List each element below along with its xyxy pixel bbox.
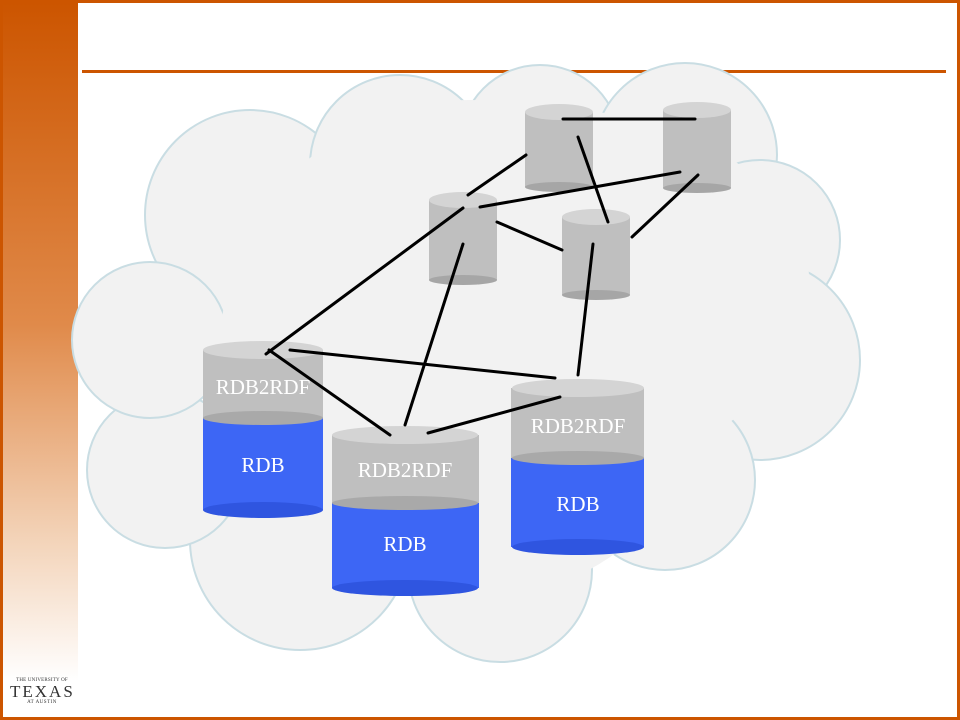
rdb-label: RDB — [556, 492, 599, 516]
rdb-label: RDB — [383, 532, 426, 556]
university-logo: THE UNIVERSITY OF TEXAS AT AUSTIN — [10, 678, 74, 710]
logo-wordmark: TEXAS — [10, 682, 75, 701]
source-db-2: RDB2RDF RDB — [332, 426, 479, 596]
network-links — [264, 117, 700, 437]
source-db-3: RDB2RDF RDB — [511, 379, 644, 555]
rdb-label: RDB — [241, 453, 284, 477]
rdb2rdf-label: RDB2RDF — [358, 458, 453, 482]
rdf-store-3 — [429, 192, 497, 285]
rdf-store-2 — [663, 102, 731, 193]
rdb2rdf-label: RDB2RDF — [216, 375, 311, 399]
rdb2rdf-label: RDB2RDF — [531, 414, 626, 438]
logo-line-top: THE UNIVERSITY OF — [16, 678, 68, 683]
source-db-1: RDB2RDF RDB — [203, 341, 323, 518]
rdf-store-4 — [562, 209, 630, 300]
logo-line-bottom: AT AUSTIN — [27, 700, 57, 705]
side-accent-bar — [3, 3, 78, 717]
